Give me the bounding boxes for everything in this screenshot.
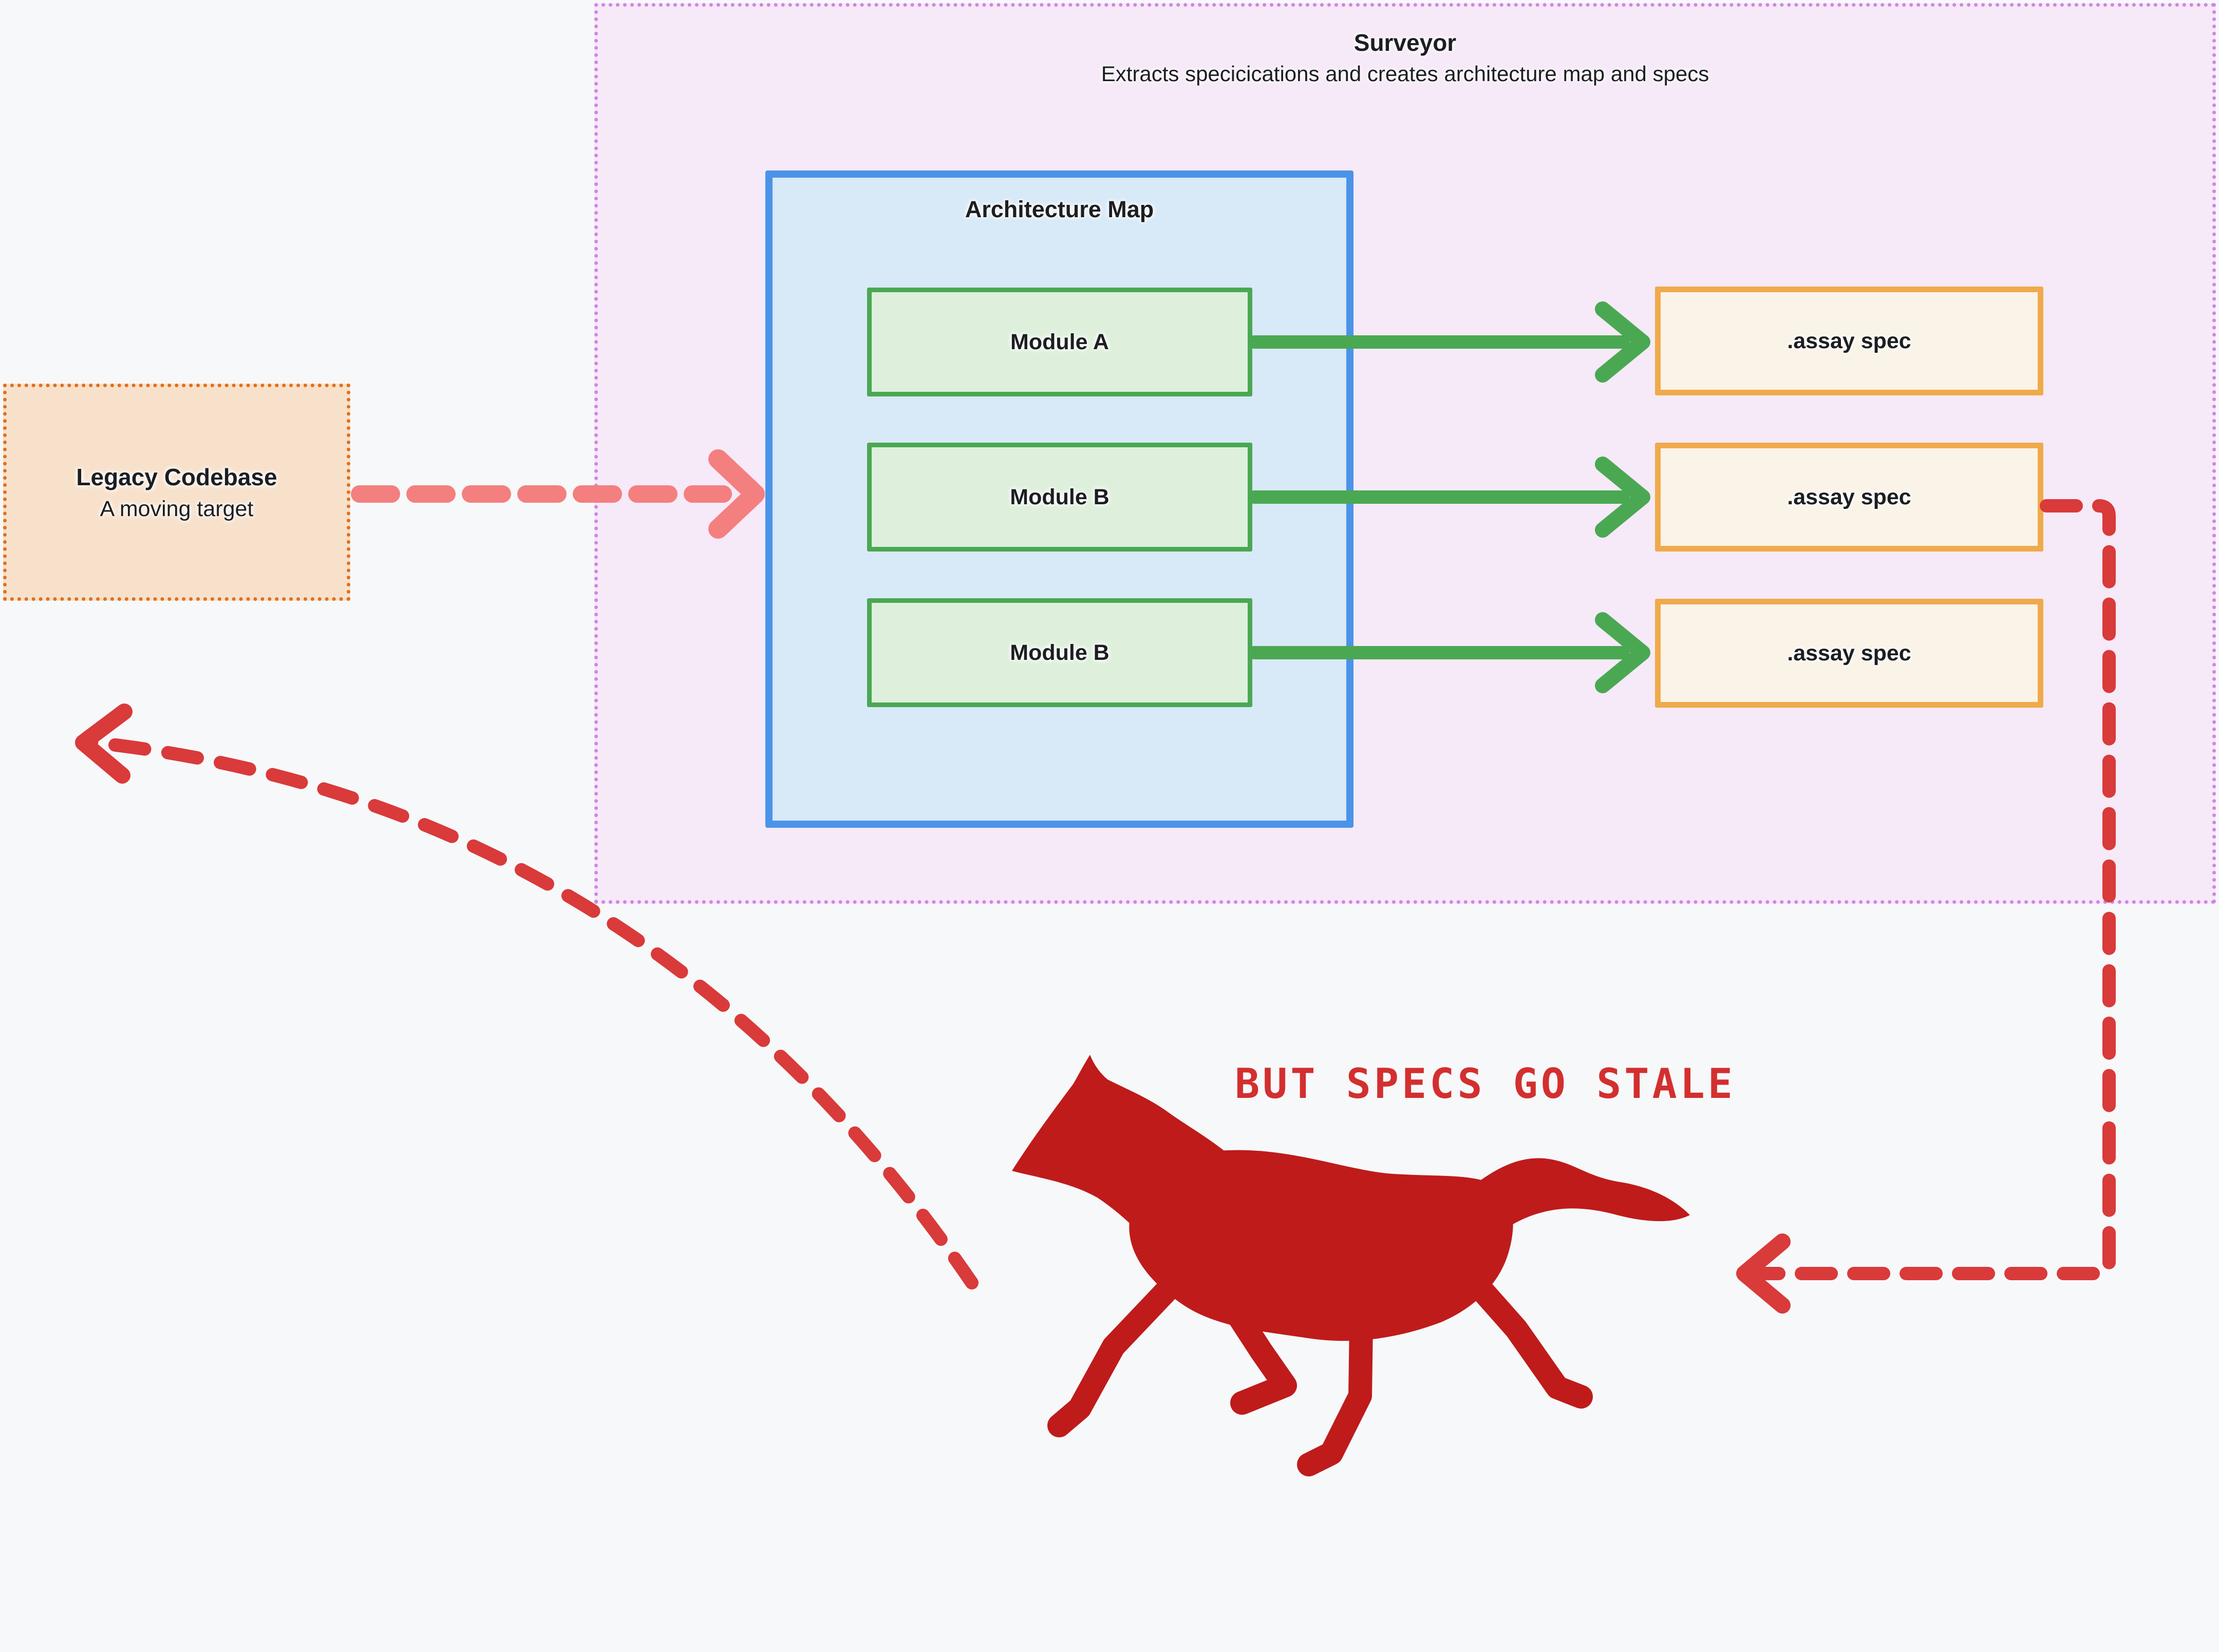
module-box-a: Module A (867, 288, 1252, 396)
assay-spec-box-2: .assay spec (1655, 443, 2043, 552)
assay-spec-box-1: .assay spec (1655, 287, 2043, 395)
stale-banner: BUT SPECS GO STALE (1235, 1060, 1736, 1108)
surveyor-title: Surveyor (1353, 29, 1457, 56)
legacy-codebase-subtitle: A moving target (100, 496, 254, 521)
module-box-b1: Module B (867, 443, 1252, 552)
module-box-b2: Module B (867, 598, 1252, 707)
assay-spec-box-3: .assay spec (1655, 599, 2043, 708)
horse-icon (1012, 1055, 1690, 1476)
surveyor-subtitle: Extracts specicications and creates arch… (1101, 62, 1709, 86)
architecture-map-title: Architecture Map (965, 196, 1154, 222)
legacy-codebase-title: Legacy Codebase (76, 463, 277, 490)
legacy-codebase-box: Legacy Codebase A moving target (3, 384, 350, 601)
